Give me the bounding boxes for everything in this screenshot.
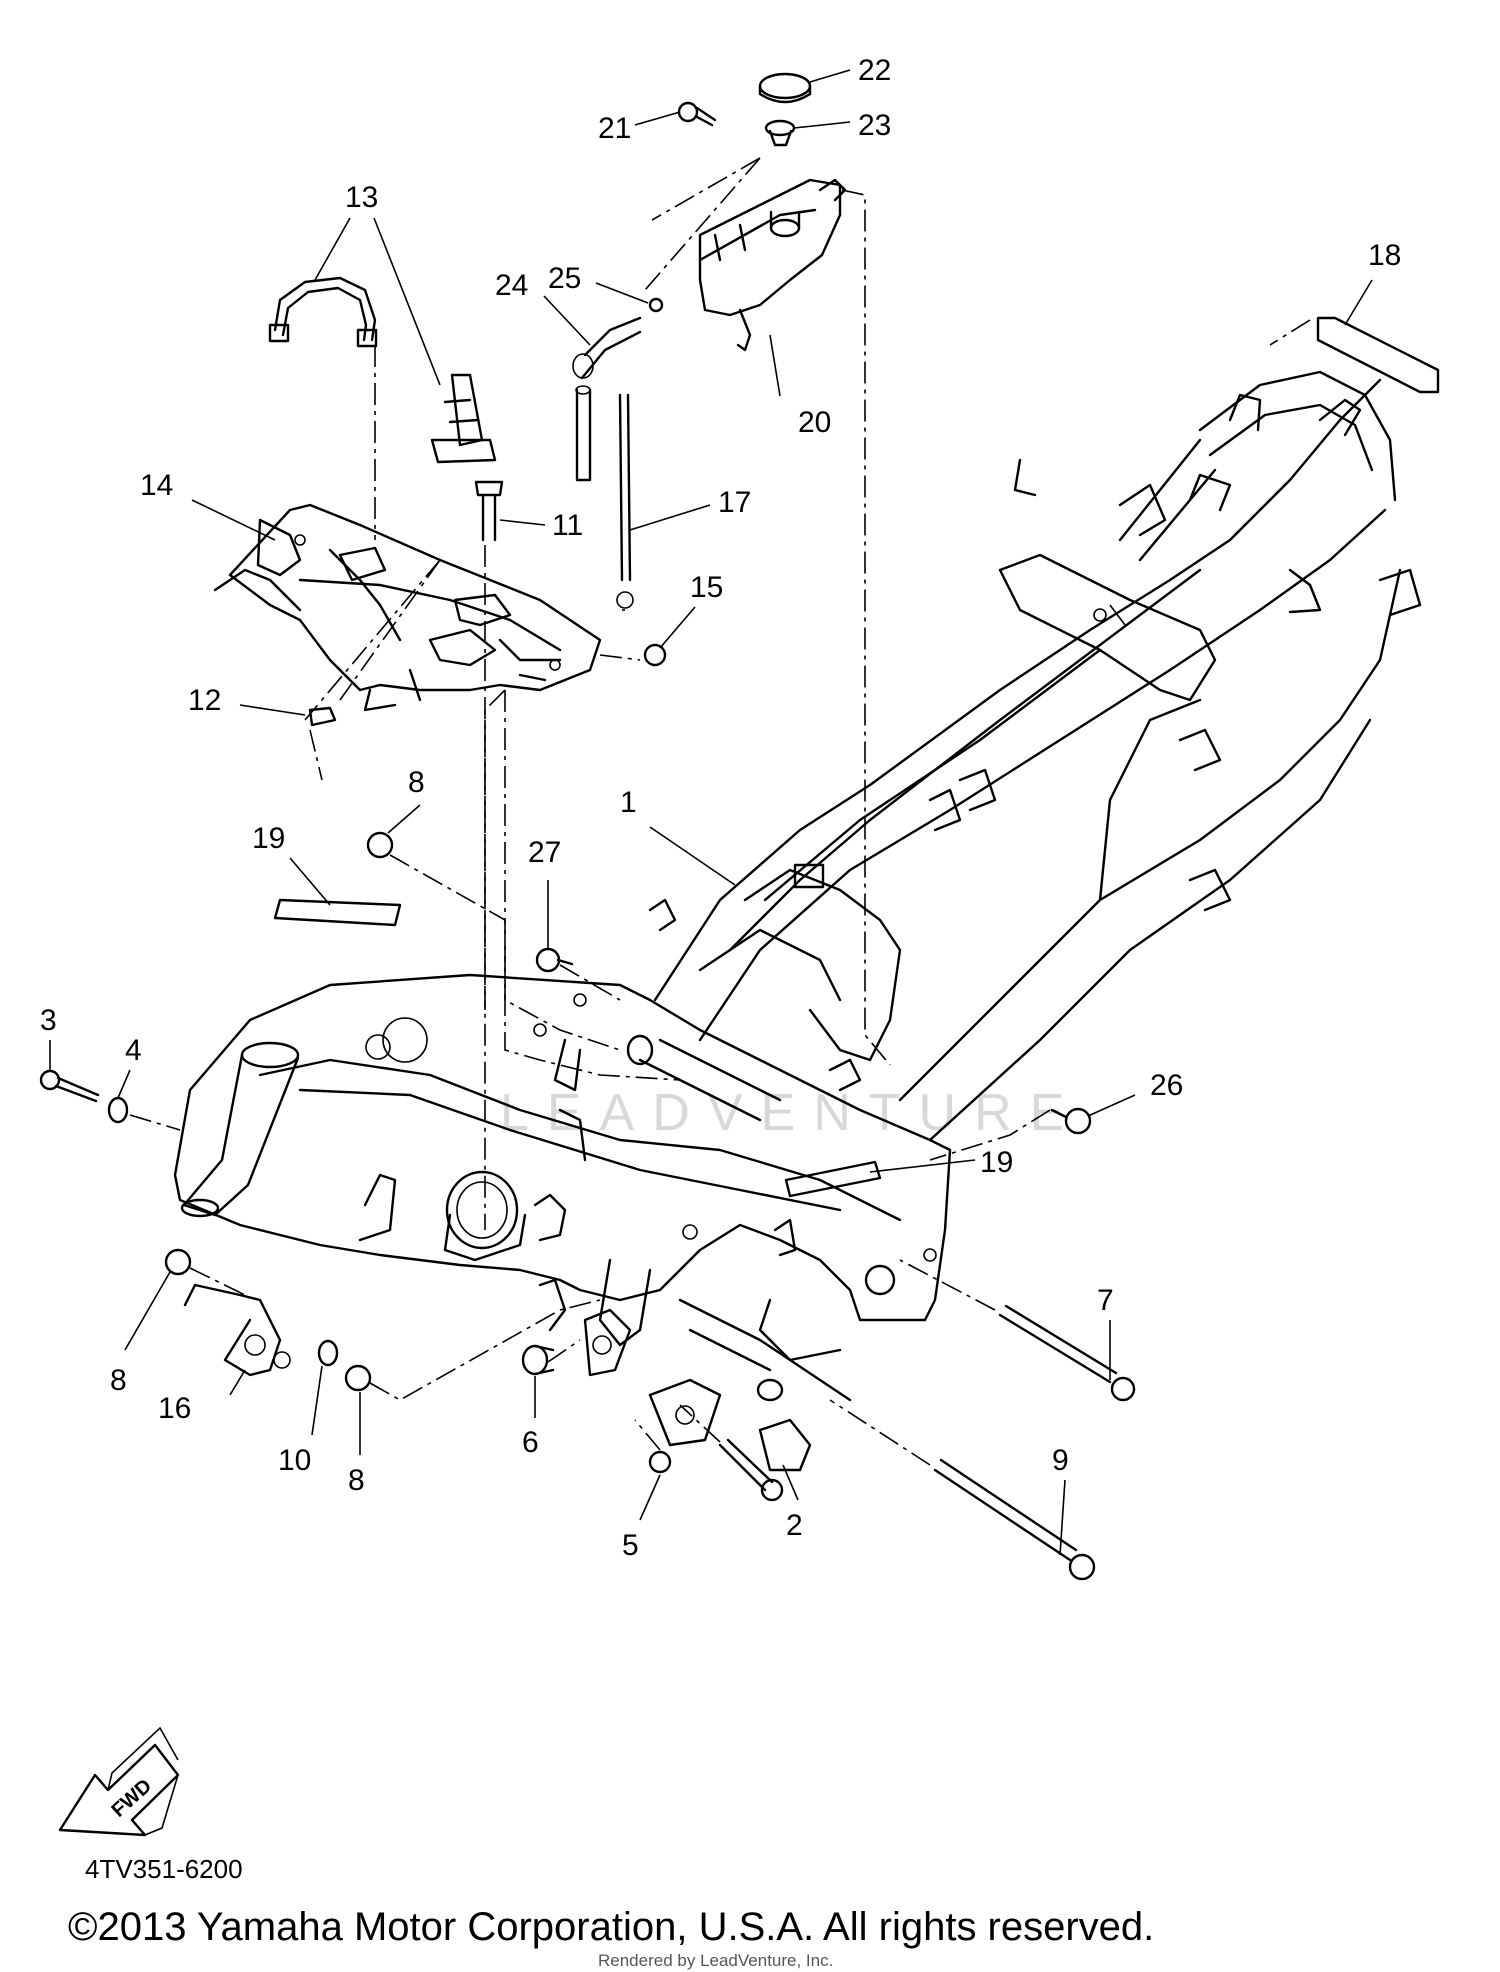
rendered-by: Rendered by LeadVenture, Inc. bbox=[598, 1951, 833, 1970]
rod-part-17 bbox=[618, 393, 632, 582]
label-part-19-lower bbox=[784, 1160, 882, 1198]
clip-part-25 bbox=[648, 297, 664, 313]
callout-24: 24 bbox=[495, 269, 528, 302]
nut-part-8-right bbox=[344, 1364, 372, 1392]
callout-numbers: 1 2 3 4 5 6 7 8 8 8 9 10 11 12 13 14 15 … bbox=[40, 54, 1401, 1562]
callout-19-lower: 19 bbox=[980, 1146, 1013, 1179]
fwd-arrow-icon: FWD bbox=[58, 1726, 180, 1837]
pad-part-18 bbox=[1316, 316, 1440, 394]
leader-lines bbox=[49, 69, 1373, 1556]
callout-17: 17 bbox=[718, 486, 751, 519]
bolt-part-9 bbox=[933, 1458, 1096, 1581]
callout-10: 10 bbox=[278, 1444, 311, 1477]
callout-16: 16 bbox=[158, 1392, 191, 1425]
callout-15: 15 bbox=[690, 571, 723, 604]
callout-1: 1 bbox=[620, 786, 637, 819]
callout-22: 22 bbox=[858, 54, 891, 87]
coolant-reservoir bbox=[698, 178, 847, 352]
nut-part-8-top bbox=[366, 831, 394, 859]
nut-part-8-left bbox=[164, 1248, 192, 1276]
callout-25: 25 bbox=[548, 262, 581, 295]
battery-strap bbox=[268, 276, 497, 464]
washer-part-10 bbox=[317, 1339, 339, 1367]
callout-21: 21 bbox=[598, 112, 631, 145]
callout-14: 14 bbox=[140, 469, 173, 502]
callout-23: 23 bbox=[858, 109, 891, 142]
assembly-lines bbox=[129, 157, 1311, 1466]
callout-8-left: 8 bbox=[110, 1364, 127, 1397]
breather-hose bbox=[575, 388, 592, 482]
battery-box bbox=[213, 503, 602, 712]
plug-part-23 bbox=[764, 119, 796, 137]
callout-9: 9 bbox=[1052, 1444, 1069, 1477]
callout-19-upper: 19 bbox=[252, 822, 285, 855]
callout-8-right: 8 bbox=[348, 1464, 365, 1497]
nut-part-27 bbox=[535, 947, 561, 973]
callout-27: 27 bbox=[528, 836, 561, 869]
callout-2: 2 bbox=[786, 1509, 803, 1542]
callout-13: 13 bbox=[345, 181, 378, 214]
copyright-notice: ©2013 Yamaha Motor Corporation, U.S.A. A… bbox=[68, 1905, 1154, 1949]
hose-part-24 bbox=[580, 316, 642, 380]
callout-6: 6 bbox=[522, 1426, 539, 1459]
callout-4: 4 bbox=[125, 1034, 142, 1067]
callout-12: 12 bbox=[188, 684, 221, 717]
bolt-part-7 bbox=[998, 1304, 1136, 1402]
label-part-19-upper bbox=[273, 898, 402, 927]
bolt-part-2 bbox=[718, 1438, 784, 1502]
callout-26: 26 bbox=[1150, 1069, 1183, 1102]
bolt-part-26 bbox=[1064, 1107, 1092, 1135]
bolt-part-3 bbox=[39, 1069, 100, 1103]
bolt-part-5 bbox=[648, 1450, 672, 1474]
callout-8-top: 8 bbox=[408, 766, 425, 799]
callout-7: 7 bbox=[1097, 1284, 1114, 1317]
callout-18: 18 bbox=[1368, 239, 1401, 272]
callout-5: 5 bbox=[622, 1529, 639, 1562]
washer-part-4 bbox=[107, 1096, 129, 1124]
callout-20: 20 bbox=[798, 406, 831, 439]
tab-part-12 bbox=[308, 706, 337, 727]
collar-part-6 bbox=[521, 1344, 555, 1376]
cap-part-22 bbox=[758, 72, 812, 100]
callout-3: 3 bbox=[40, 1004, 57, 1037]
main-frame bbox=[173, 370, 1422, 1472]
part-code: 4TV351-6200 bbox=[85, 1854, 243, 1884]
bolt-part-21 bbox=[677, 101, 699, 123]
watermark-text: LEADVENTURE bbox=[500, 1084, 1082, 1142]
bracket-part-16 bbox=[183, 1283, 291, 1377]
nut-part-15 bbox=[643, 643, 667, 667]
bolt-part-11 bbox=[481, 493, 497, 542]
callout-11: 11 bbox=[552, 509, 583, 542]
